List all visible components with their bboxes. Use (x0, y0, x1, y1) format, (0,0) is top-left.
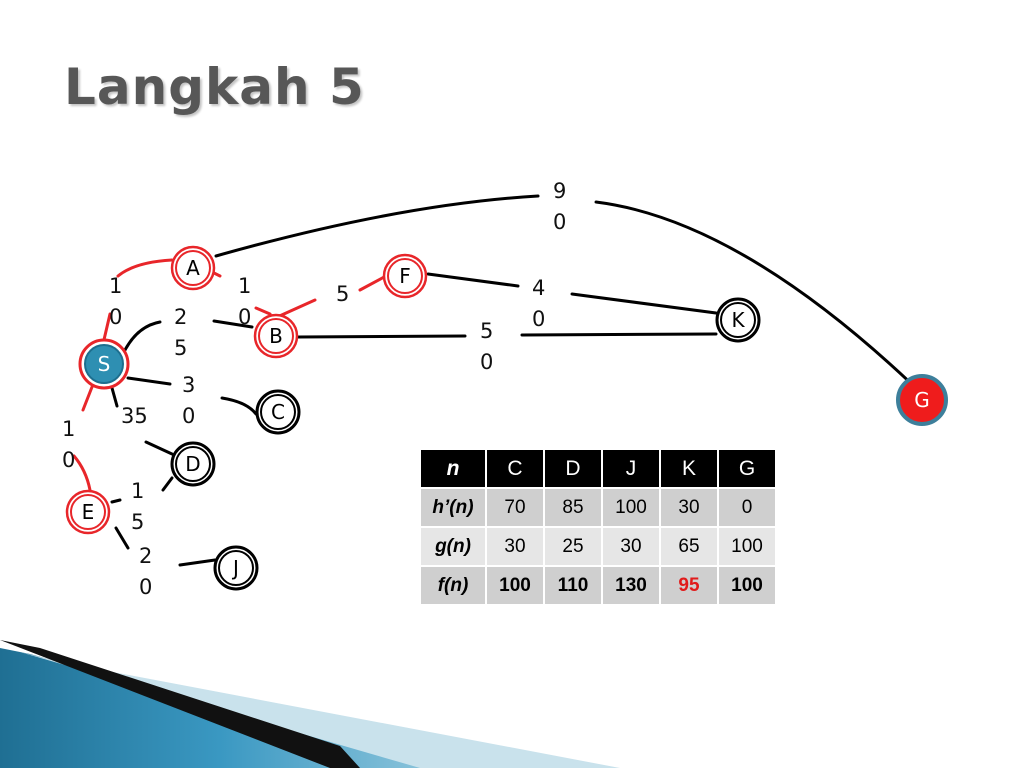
node-b: B (253, 313, 299, 359)
table-cell: 0 (719, 489, 775, 526)
node-a: A (170, 245, 216, 291)
node-k-label: K (731, 308, 745, 332)
edge-s-d-top (110, 386, 119, 408)
edge-s-b-left (123, 320, 162, 352)
row-label: g(n) (421, 528, 485, 565)
column-header: J (603, 450, 659, 487)
node-s-label: S (98, 352, 111, 376)
edge-s-e-bottom (72, 454, 92, 492)
edge-e-j-top (114, 526, 130, 550)
edge-a-g-left (214, 194, 540, 258)
row-label: f(n) (421, 567, 485, 604)
node-a-label: A (186, 256, 200, 280)
edge-b-k-left (296, 334, 467, 339)
highlighted-cell: 95 (661, 567, 717, 604)
edge-b-f-upper (358, 274, 388, 292)
edge-e-j-bottom (178, 558, 217, 567)
table-cell: 30 (603, 528, 659, 565)
edge-s-c-left (126, 376, 172, 386)
node-k: K (715, 297, 761, 343)
table-cell: 100 (719, 567, 775, 604)
column-header: C (487, 450, 543, 487)
node-c-label: C (271, 400, 285, 424)
table-cell: 100 (603, 489, 659, 526)
slide-title: Langkah 5 (64, 58, 365, 116)
table-cell: 65 (661, 528, 717, 565)
edge-f-k-left (426, 272, 520, 288)
row-label: h’(n) (421, 489, 485, 526)
node-b-label: B (269, 324, 283, 348)
edge-f-k-right (570, 292, 718, 315)
node-g-label: G (914, 388, 930, 412)
heuristic-table: n C D J K G h’(n) 70 85 100 30 0 g(n) 30… (419, 448, 777, 606)
table-cell: 100 (719, 528, 775, 565)
edge-e-d-bottom (110, 498, 122, 504)
table-cell: 100 (487, 567, 543, 604)
node-e-label: E (82, 500, 95, 524)
node-f: F (382, 253, 428, 299)
node-f-label: F (399, 264, 411, 288)
table-cell: 30 (487, 528, 543, 565)
table-row: f(n) 100 110 130 95 100 (421, 567, 775, 604)
edge-s-b-right (212, 319, 254, 329)
edge-s-e-top (81, 385, 94, 412)
column-header: K (661, 450, 717, 487)
column-header: G (719, 450, 775, 487)
table-cell: 110 (545, 567, 601, 604)
edge-s-c-right (220, 396, 258, 416)
table-cell: 85 (545, 489, 601, 526)
node-s: S (78, 338, 130, 390)
node-d: D (170, 441, 216, 487)
node-j: J (213, 545, 259, 591)
node-j-label: J (231, 556, 239, 580)
node-c: C (255, 389, 301, 435)
table-header-row: n C D J K G (421, 450, 775, 487)
edge-s-a-top (116, 258, 174, 278)
weight-s-d: 35 (121, 404, 148, 428)
column-header: n (421, 450, 485, 487)
edge-e-d-top (161, 476, 174, 492)
table-cell: 130 (603, 567, 659, 604)
weight-b-f: 5 (336, 282, 349, 306)
column-header: D (545, 450, 601, 487)
node-g: G (896, 374, 948, 426)
table-cell: 25 (545, 528, 601, 565)
table-row: g(n) 30 25 30 65 100 (421, 528, 775, 565)
edge-b-k-right (520, 332, 718, 337)
table-cell: 70 (487, 489, 543, 526)
edge-a-g-right (594, 200, 920, 392)
decorative-ribbon (0, 640, 620, 768)
edge-a-b-bottom (254, 306, 272, 316)
node-d-label: D (185, 452, 200, 476)
table-cell: 30 (661, 489, 717, 526)
node-e: E (65, 489, 111, 535)
edge-a-b-top (212, 271, 222, 278)
edge-s-d-bottom (144, 440, 174, 456)
table-row: h’(n) 70 85 100 30 0 (421, 489, 775, 526)
